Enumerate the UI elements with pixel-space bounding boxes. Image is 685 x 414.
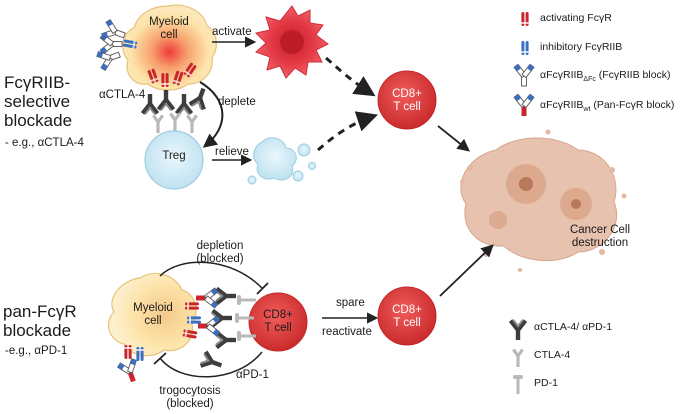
legend-inhibitory-text: inhibitory FcγRIIB <box>540 41 623 53</box>
legend-checkpoint-antibody-icon <box>508 319 528 340</box>
panel-example-top: - e.g., αCTLA-4 <box>5 137 84 149</box>
antibody-label-top: αCTLA-4 <box>99 89 146 101</box>
checkpoint-antibody-icon <box>215 286 236 306</box>
ctla4-icon <box>186 114 198 133</box>
treg-cell <box>144 130 204 190</box>
legend-pan-fcgr-block-text: αFcγRIIBwt (Pan-FcγR block) <box>540 99 675 114</box>
legend-activating-fcgr-icon <box>521 12 529 26</box>
trogocytosis-label: trogocytosis (blocked) <box>159 385 221 410</box>
legend-pd1-icon <box>513 375 523 394</box>
cd8-t-cell-attached <box>248 292 308 352</box>
relieved-treg-fragments <box>247 137 316 185</box>
cd8-label-bottom: CD8+ T cell <box>392 304 422 329</box>
legend-ctla4-icon <box>512 348 524 367</box>
ctla4-icon <box>169 112 181 131</box>
legend-fcgriib-block-antibody-icon <box>513 63 535 87</box>
checkpoint-antibody-icon <box>156 90 176 111</box>
legend-inhibitory-fcgriib-icon <box>521 41 529 55</box>
cd8-label-attached: CD8+ T cell <box>263 309 293 334</box>
cd8-to-cancer-arrow <box>437 125 470 152</box>
legend-checkpoint-antibody-text: αCTLA-4/ αPD-1 <box>534 321 613 333</box>
legend-fcgriib-block-text: αFcγRIIBΔFc (FcγRIIB block) <box>540 69 671 84</box>
cancer-destruction-label: Cancer Cell destruction <box>569 224 631 249</box>
cd8-t-cell-bottom <box>377 286 437 346</box>
myeloid-cell-bottom <box>107 273 197 357</box>
legend-ctla4-text: CTLA-4 <box>534 349 571 361</box>
panel-title-top: FcγRIIB- selective blockade <box>4 73 73 131</box>
legend-activating-text: activating FcγR <box>540 12 612 24</box>
relieve-label: relieve <box>215 146 249 158</box>
pan-fcgr-block-antibody-icon <box>116 357 144 386</box>
ctla4-icon <box>152 114 164 133</box>
myeloid-label-bottom: Myeloid cell <box>133 302 173 327</box>
activating-fcgr-icon <box>124 345 132 359</box>
dashed-arrow-activate <box>325 56 376 97</box>
cd8-bottom-to-cancer-arrow <box>439 244 494 297</box>
pan-fcgr-block-antibody-icon <box>197 315 221 337</box>
cd8-label-top: CD8+ T cell <box>392 88 422 113</box>
panel-title-bottom: pan-FcγR blockade <box>3 302 77 341</box>
depletion-label: depletion (blocked) <box>196 240 244 265</box>
pan-fcgr-block-antibody-icon <box>195 287 219 309</box>
dashed-arrow-relieve <box>317 111 378 152</box>
cancer-cell-cluster <box>460 129 627 272</box>
panel-example-bottom: -e.g., αPD-1 <box>5 345 68 357</box>
pd1-icon <box>237 295 256 305</box>
checkpoint-antibody-icon <box>198 349 225 374</box>
myeloid-label-top: Myeloid cell <box>149 16 189 41</box>
trogocytosis-blocked-arc <box>159 351 263 378</box>
antibody-label-bottom: αPD-1 <box>236 369 269 381</box>
cd8-t-cell-top <box>377 70 437 130</box>
activate-label: activate <box>212 26 252 38</box>
treg-label: Treg <box>162 150 186 162</box>
deplete-label: deplete <box>218 96 256 108</box>
checkpoint-antibody-icon <box>187 85 212 112</box>
legend-pan-fcgr-block-antibody-icon <box>513 93 535 117</box>
legend-molecules <box>508 319 528 394</box>
reactivate-label: reactivate <box>322 326 372 338</box>
legend-pd1-text: PD-1 <box>534 377 558 389</box>
legend-receptors <box>513 12 535 117</box>
deplete-arrow <box>199 81 224 148</box>
spare-label: spare <box>336 297 365 309</box>
depletion-blocked-arc <box>159 261 263 289</box>
